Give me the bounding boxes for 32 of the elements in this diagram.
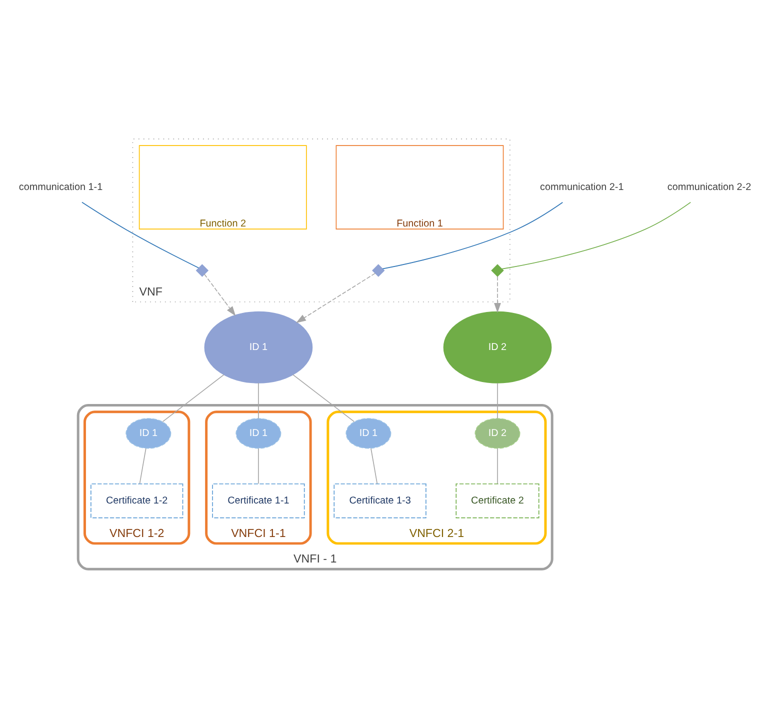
node-diamond <box>196 264 209 276</box>
node-ellipse: ID 2 <box>443 310 552 383</box>
connector <box>382 201 564 269</box>
connector <box>258 448 259 484</box>
connector <box>292 374 355 422</box>
node-box: Certificate 1-2 <box>90 482 184 518</box>
node-box: Function 1 <box>336 144 504 229</box>
connector <box>162 374 224 422</box>
arrow <box>296 272 376 322</box>
connector <box>139 448 146 484</box>
node-box: Function 2 <box>138 144 307 229</box>
node-ellipse: ID 1 <box>236 418 282 448</box>
node-ellipse: ID 1 <box>204 310 313 383</box>
node-text: communication 1-1 <box>18 181 103 192</box>
node-box: Certificate 1-1 <box>212 482 305 518</box>
connector <box>497 448 498 484</box>
connector <box>497 382 498 418</box>
node-ellipse: ID 1 <box>126 418 172 448</box>
node-box: Certificate 2 <box>456 482 540 518</box>
node-ellipse: ID 2 <box>474 418 520 448</box>
arrow <box>204 273 236 316</box>
connector <box>502 201 692 269</box>
node-diamond <box>491 264 504 276</box>
node-text: communication 2-1 <box>540 181 624 192</box>
connector <box>370 448 378 484</box>
connector <box>82 201 200 268</box>
node-text: communication 2-2 <box>667 181 752 192</box>
node-ellipse: ID 1 <box>346 418 392 448</box>
node-diamond <box>372 264 385 276</box>
node-box: Certificate 1-3 <box>334 482 426 518</box>
arrow <box>494 276 501 312</box>
connector <box>258 382 259 418</box>
